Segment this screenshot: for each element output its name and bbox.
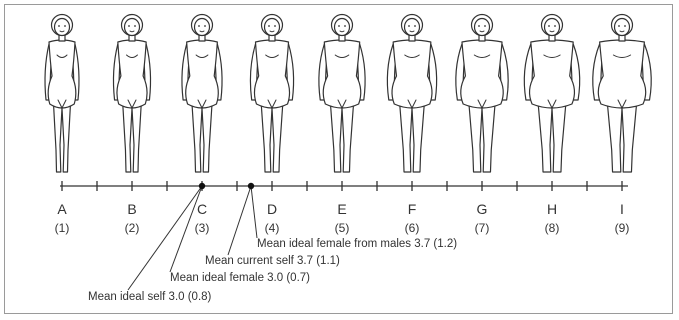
figure-letter-G: G — [477, 201, 488, 217]
figure-number-C: (3) — [195, 221, 210, 235]
left-leg — [608, 105, 622, 172]
figure-number-A: (1) — [55, 221, 70, 235]
silhouette-F — [387, 15, 436, 173]
figure-letter-F: F — [408, 201, 417, 217]
right-leg — [412, 105, 424, 172]
figure-labels: A (1) B (2) C (3) D (4) E (5) F (6) G (7) H (8) I (9) — [55, 201, 630, 235]
mean-label: Mean ideal female from males 3.7 (1.2) — [257, 238, 457, 250]
face — [195, 19, 210, 36]
figure-letter-C: C — [197, 201, 207, 217]
leader-line — [228, 186, 251, 255]
right-leg — [482, 105, 495, 172]
left-leg — [538, 105, 552, 172]
face — [55, 19, 70, 36]
left-leg — [192, 105, 202, 172]
left-eye — [548, 25, 550, 27]
torso — [48, 40, 76, 108]
figure-letter-A: A — [57, 201, 67, 217]
left-leg — [54, 105, 62, 172]
silhouette-E — [319, 15, 365, 173]
mean-label: Mean ideal self 3.0 (0.8) — [88, 291, 212, 303]
left-eye — [128, 25, 130, 27]
left-leg — [331, 105, 342, 172]
right-leg — [132, 105, 141, 172]
torso — [530, 40, 575, 108]
face — [545, 19, 560, 36]
left-eye — [268, 25, 270, 27]
right-leg — [202, 105, 212, 172]
figure-letter-I: I — [620, 201, 624, 217]
right-eye — [204, 25, 206, 27]
torso — [186, 40, 219, 108]
silhouette-H — [524, 15, 579, 173]
rating-axis — [60, 181, 628, 191]
face — [265, 19, 280, 36]
left-eye — [58, 25, 60, 27]
left-eye — [618, 25, 620, 27]
figure-letter-B: B — [127, 201, 136, 217]
figure-number-D: (4) — [265, 221, 280, 235]
figure-letter-E: E — [337, 201, 346, 217]
figure-number-E: (5) — [335, 221, 350, 235]
left-eye — [478, 25, 480, 27]
right-eye — [274, 25, 276, 27]
figure-letter-D: D — [267, 201, 277, 217]
torso — [392, 40, 432, 108]
figure-number-H: (8) — [545, 221, 560, 235]
left-eye — [338, 25, 340, 27]
figure-number-I: (9) — [615, 221, 630, 235]
figure-number-B: (2) — [125, 221, 140, 235]
leader-line — [251, 186, 257, 238]
right-eye — [554, 25, 556, 27]
right-eye — [624, 25, 626, 27]
right-leg — [622, 105, 636, 172]
silhouette-D — [250, 15, 293, 173]
left-leg — [123, 105, 132, 172]
face — [615, 19, 630, 36]
right-leg — [552, 105, 566, 172]
left-leg — [400, 105, 412, 172]
silhouette-C — [182, 15, 222, 173]
left-eye — [198, 25, 200, 27]
mean-dot — [248, 183, 254, 189]
right-eye — [134, 25, 136, 27]
figure-number-F: (6) — [405, 221, 420, 235]
mean-dot — [199, 183, 205, 189]
left-eye — [408, 25, 410, 27]
silhouette-I — [593, 15, 651, 173]
silhouette-G — [456, 15, 508, 173]
torso — [461, 40, 503, 108]
torso — [598, 40, 645, 108]
torso — [254, 40, 289, 108]
right-eye — [484, 25, 486, 27]
face — [405, 19, 420, 36]
silhouette-A — [45, 15, 79, 173]
left-leg — [469, 105, 482, 172]
silhouette-B — [113, 15, 150, 173]
face — [475, 19, 490, 36]
mean-label: Mean current self 3.7 (1.1) — [205, 255, 340, 267]
left-leg — [261, 105, 272, 172]
right-leg — [272, 105, 283, 172]
torso — [117, 40, 147, 108]
mean-label: Mean ideal female 3.0 (0.7) — [170, 272, 310, 284]
silhouettes — [45, 15, 651, 173]
face — [335, 19, 350, 36]
torso — [323, 40, 361, 108]
figure-number-G: (7) — [475, 221, 490, 235]
face — [125, 19, 140, 36]
right-leg — [62, 105, 70, 172]
right-eye — [414, 25, 416, 27]
right-eye — [344, 25, 346, 27]
right-leg — [342, 105, 353, 172]
right-eye — [64, 25, 66, 27]
figure-letter-H: H — [547, 201, 557, 217]
